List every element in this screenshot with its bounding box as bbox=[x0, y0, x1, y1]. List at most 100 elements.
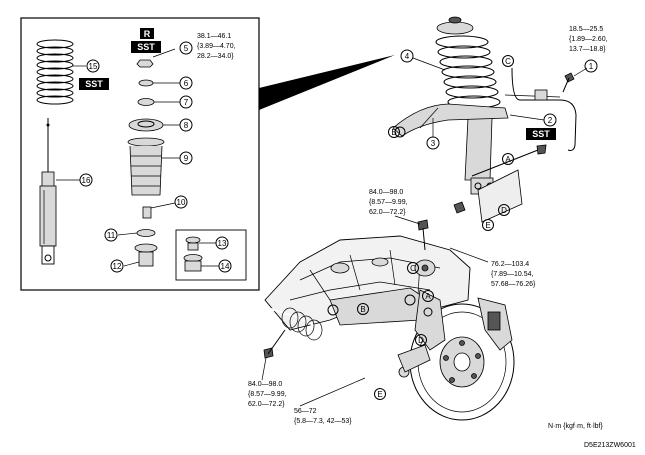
steering-rack bbox=[257, 304, 410, 378]
upper-insulator-part bbox=[136, 229, 156, 237]
torque-spec-right-line2: {7.89—10.54, bbox=[491, 271, 533, 278]
svg-text:SST: SST bbox=[137, 42, 155, 52]
dust-boot-part bbox=[127, 137, 165, 196]
torque-spec-upper-line1: 84.0—98.0 bbox=[369, 189, 403, 196]
knuckle-plate bbox=[477, 169, 523, 223]
svg-text:D: D bbox=[418, 336, 424, 345]
marker-a-top: A bbox=[502, 153, 514, 165]
marker-e-low: E bbox=[374, 388, 386, 400]
svg-text:7: 7 bbox=[184, 98, 189, 107]
svg-text:E: E bbox=[377, 390, 382, 399]
svg-text:E: E bbox=[485, 221, 490, 230]
callout-3: 3 bbox=[426, 136, 440, 150]
callout-4: 4 bbox=[400, 49, 414, 63]
lower-rubber-part bbox=[134, 243, 158, 267]
svg-text:D: D bbox=[501, 206, 507, 215]
svg-text:5: 5 bbox=[184, 44, 189, 53]
marker-c-top: C bbox=[502, 55, 514, 67]
callout-9: 9 bbox=[179, 151, 193, 165]
callout-7: 7 bbox=[179, 95, 193, 109]
upper-arm bbox=[392, 103, 509, 138]
callout-1: 1 bbox=[584, 59, 598, 73]
callout-15: 15 bbox=[86, 59, 100, 73]
callout-10: 10 bbox=[174, 195, 188, 209]
brake-caliper bbox=[477, 297, 513, 351]
svg-text:2: 2 bbox=[548, 116, 553, 125]
svg-text:16: 16 bbox=[82, 176, 91, 185]
hose-bracket bbox=[534, 89, 548, 101]
svg-text:4: 4 bbox=[405, 52, 410, 61]
sst-tag-main: SST bbox=[526, 128, 556, 140]
marker-c-low: C bbox=[407, 262, 419, 274]
callout-13: 13 bbox=[215, 236, 229, 250]
svg-text:C: C bbox=[505, 57, 511, 66]
svg-text:15: 15 bbox=[89, 62, 98, 71]
svg-text:8: 8 bbox=[184, 121, 189, 130]
marker-b-top: B bbox=[388, 126, 400, 138]
svg-text:A: A bbox=[425, 292, 431, 301]
svg-text:A: A bbox=[505, 155, 511, 164]
lower-left-bolt bbox=[263, 329, 286, 359]
bolt-1-part bbox=[562, 72, 575, 93]
knuckle-bolt bbox=[453, 144, 547, 214]
inset-pointer bbox=[259, 55, 395, 110]
brake-hose bbox=[511, 67, 577, 151]
coil-spring-part bbox=[36, 39, 74, 105]
bound-stopper-part bbox=[142, 206, 152, 219]
svg-text:11: 11 bbox=[107, 231, 116, 240]
svg-text:6: 6 bbox=[184, 79, 189, 88]
torque-spec-5-line2: {3.89—4.70, bbox=[197, 43, 236, 50]
upper-bolt bbox=[417, 219, 429, 251]
svg-text:13: 13 bbox=[218, 239, 227, 248]
callout-11: 11 bbox=[104, 228, 118, 242]
marker-e-top: E bbox=[482, 219, 494, 231]
r-tag: R bbox=[140, 28, 154, 39]
sub-inset-frame bbox=[175, 229, 247, 281]
callout-8: 8 bbox=[179, 118, 193, 132]
svg-text:10: 10 bbox=[177, 198, 186, 207]
marker-a-low: A bbox=[422, 290, 434, 302]
callout-2: 2 bbox=[543, 113, 557, 127]
svg-text:14: 14 bbox=[221, 262, 230, 271]
torque-spec-lower-left-line1: 84.0—98.0 bbox=[248, 381, 282, 388]
torque-spec-right-line1: 76.2—103.4 bbox=[491, 261, 529, 268]
svg-text:SST: SST bbox=[532, 129, 550, 139]
svg-text:B: B bbox=[360, 305, 365, 314]
nut-part bbox=[136, 59, 154, 68]
torque-spec-lower-left-line3: 62.0—72.2} bbox=[248, 401, 285, 408]
bump-stop-part bbox=[183, 236, 203, 272]
marker-d-top: D bbox=[498, 204, 510, 216]
seat-part bbox=[137, 98, 155, 106]
shock-absorber-part bbox=[39, 118, 57, 265]
svg-text:1: 1 bbox=[589, 62, 594, 71]
sst-tag-spring: SST bbox=[79, 78, 109, 90]
washer-part bbox=[138, 79, 154, 87]
torque-spec-upper-line3: 62.0—72.2} bbox=[369, 209, 406, 216]
torque-spec-5-line3: 28.2—34.0} bbox=[197, 53, 234, 60]
marker-d-low: D bbox=[415, 334, 427, 346]
torque-spec-1-line2: {1.89—2.60, bbox=[569, 36, 608, 43]
svg-text:R: R bbox=[144, 29, 151, 39]
figure-id: D5E213ZW6001 bbox=[584, 442, 636, 449]
torque-spec-right-line3: 57.68—76.26} bbox=[491, 281, 536, 288]
callout-14: 14 bbox=[218, 259, 232, 273]
svg-text:9: 9 bbox=[184, 154, 189, 163]
mount-rubber-part bbox=[128, 118, 164, 132]
svg-text:12: 12 bbox=[113, 262, 122, 271]
callout-16: 16 bbox=[79, 173, 93, 187]
torque-spec-upper-line2: {8.57—9.99, bbox=[369, 199, 408, 206]
torque-spec-lower-left-line2: {8.57—9.99, bbox=[248, 391, 287, 398]
torque-spec-bottom-line2: {5.8—7.3, 42—53} bbox=[294, 418, 352, 425]
torque-spec-1-line3: 13.7—18.8} bbox=[569, 46, 606, 53]
svg-text:B: B bbox=[391, 128, 396, 137]
torque-spec-1-line1: 18.5—25.5 bbox=[569, 26, 603, 33]
torque-spec-5-line1: 38.1—46.1 bbox=[197, 33, 231, 40]
svg-text:3: 3 bbox=[431, 139, 436, 148]
sst-tag-nut: SST bbox=[131, 41, 161, 53]
callout-6: 6 bbox=[179, 76, 193, 90]
torque-spec-bottom-line1: 56—72 bbox=[294, 408, 317, 415]
units-legend: N·m {kgf·m, ft·lbf} bbox=[548, 423, 604, 430]
callout-12: 12 bbox=[110, 259, 124, 273]
svg-text:C: C bbox=[410, 264, 416, 273]
